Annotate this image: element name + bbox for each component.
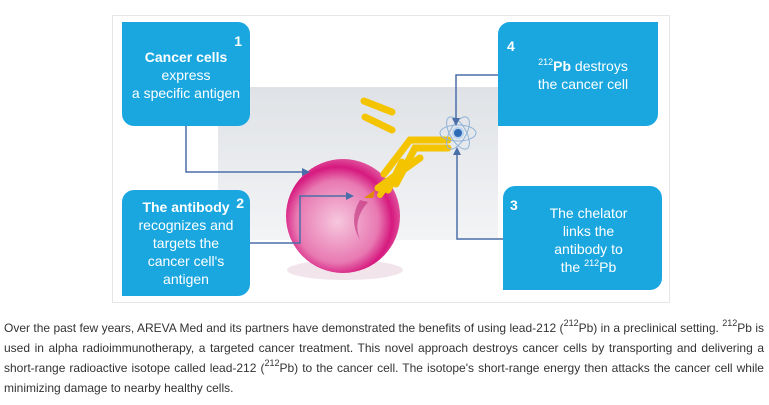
arrow-heads: [302, 118, 461, 200]
step-text: antibody to: [554, 241, 623, 257]
text: Pb) in a preclinical setting.: [578, 321, 723, 335]
superscript: 212: [563, 318, 579, 328]
element-symbol: Pb: [553, 58, 572, 74]
step-text: cancer cell's: [147, 253, 225, 269]
lead-212-nucleus: [452, 127, 464, 139]
step-text: The chelator: [549, 205, 628, 221]
step-1-box: 1 Cancer cells express a specific antige…: [122, 22, 250, 126]
antigen-marker: [364, 190, 375, 198]
step-title: The antibody: [142, 199, 230, 215]
cell-antigen-pocket: [354, 200, 368, 240]
cancer-cell: [286, 159, 400, 273]
antibody-stem: [377, 173, 397, 198]
step-3-box: 3 The chelator links the antibody to the…: [503, 186, 662, 290]
step-text: destroys: [571, 58, 628, 74]
text: Pb is used in alpha radioimmunotherapy, …: [4, 321, 764, 375]
step-number: 3: [510, 197, 518, 213]
step-text: a specific antigen: [131, 85, 241, 101]
element-symbol: Pb: [599, 259, 617, 275]
step-text: express: [161, 67, 211, 83]
step-text: links the: [562, 223, 615, 239]
step-number: 1: [234, 33, 242, 49]
step-text: the cancer cell: [537, 76, 629, 92]
step-title: Cancer cells: [144, 49, 228, 65]
description-paragraph: Over the past few years, AREVA Med and i…: [4, 318, 764, 398]
atom-icon: [439, 116, 477, 150]
step-text: targets the: [152, 235, 220, 251]
step-number: 2: [236, 195, 244, 211]
step-text: recognizes and: [138, 217, 234, 233]
superscript: 212: [538, 57, 554, 67]
step-2-box: 2 The antibody recognizes and targets th…: [122, 190, 250, 296]
text: Over the past few years, AREVA Med and i…: [4, 321, 564, 335]
connector-arrows: [185, 74, 503, 244]
text: Pb) to the cancer cell. The isotope's sh…: [4, 361, 764, 395]
step-text: antigen: [163, 271, 209, 287]
superscript: 212: [722, 318, 738, 328]
superscript: 212: [584, 258, 600, 268]
step-text: the: [560, 259, 585, 275]
superscript: 212: [264, 358, 280, 368]
step-4-box: 4 212Pb destroys the cancer cell: [498, 22, 658, 126]
step-number: 4: [507, 38, 515, 54]
